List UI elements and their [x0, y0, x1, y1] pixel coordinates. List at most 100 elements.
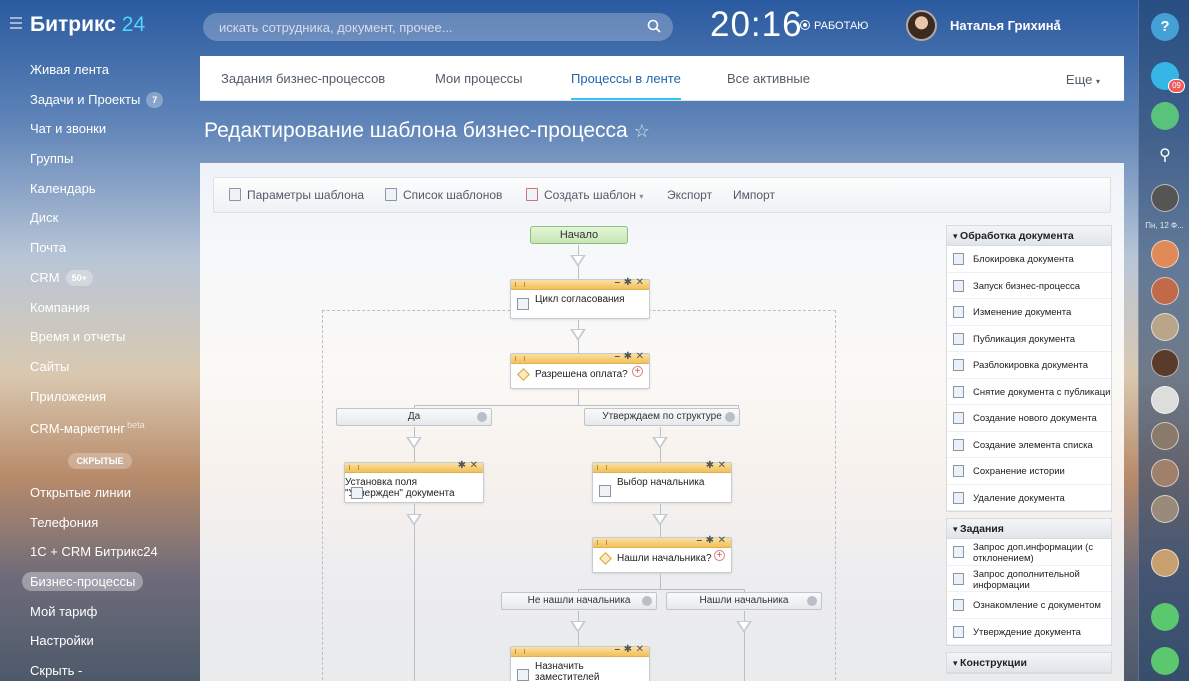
tab-feed-processes[interactable]: Процессы в ленте: [571, 71, 681, 100]
tab-bp-tasks[interactable]: Задания бизнес-процессов: [221, 71, 386, 86]
branch-settings-icon[interactable]: [477, 412, 487, 422]
create-template-button[interactable]: Создать шаблон ▾: [526, 188, 643, 202]
contact-avatar[interactable]: [1151, 184, 1179, 212]
menu-item-sites[interactable]: Сайты: [0, 352, 200, 382]
menu-item-chat[interactable]: Чат и звонки: [0, 114, 200, 144]
settings-icon[interactable]: ✱: [457, 460, 466, 471]
tab-all-active[interactable]: Все активные: [727, 71, 810, 86]
work-status[interactable]: РАБОТАЮ: [800, 20, 868, 32]
palette-group-header[interactable]: Конструкции: [947, 653, 1111, 673]
start-node[interactable]: Начало: [530, 226, 628, 244]
menu-item-disk[interactable]: Диск: [0, 203, 200, 233]
close-icon[interactable]: ✕: [635, 644, 644, 655]
palette-item[interactable]: Блокировка документа: [947, 246, 1111, 273]
minimize-icon[interactable]: –: [614, 644, 620, 655]
contact-avatar[interactable]: [1151, 240, 1179, 268]
palette-item[interactable]: Сохранение истории: [947, 458, 1111, 485]
menu-item-settings[interactable]: Настройки: [0, 626, 200, 656]
drop-arrow-icon[interactable]: [570, 621, 586, 633]
help-button[interactable]: ?: [1151, 13, 1179, 41]
contact-search-icon[interactable]: ⚲: [1159, 147, 1171, 164]
template-params-button[interactable]: Параметры шаблона: [229, 188, 364, 202]
minimize-icon[interactable]: –: [614, 277, 620, 288]
drop-arrow-icon[interactable]: [406, 514, 422, 526]
settings-icon[interactable]: ✱: [623, 644, 632, 655]
search-box[interactable]: [203, 13, 673, 41]
palette-item[interactable]: Утверждение документа: [947, 619, 1111, 645]
minimize-icon[interactable]: –: [696, 535, 702, 546]
menu-item-apps[interactable]: Приложения: [0, 382, 200, 412]
menu-item-hide[interactable]: Скрыть -: [0, 656, 200, 681]
palette-item[interactable]: Удаление документа: [947, 485, 1111, 511]
user-name[interactable]: Наталья Грихина: [950, 18, 1061, 33]
tab-more[interactable]: Еще ▾: [1066, 72, 1100, 87]
add-branch-icon[interactable]: +: [714, 550, 725, 561]
drag-handle-icon[interactable]: [515, 356, 525, 361]
notifications-bell-icon[interactable]: 09: [1151, 62, 1185, 93]
contact-avatar[interactable]: [1151, 277, 1179, 305]
template-list-button[interactable]: Список шаблонов: [385, 188, 502, 202]
activity-condition-boss[interactable]: –✱✕ Нашли начальника?+: [592, 535, 732, 573]
menu-burger-icon[interactable]: [10, 17, 22, 32]
contact-avatar[interactable]: [1151, 459, 1179, 487]
open-lines-icon[interactable]: [1151, 102, 1179, 130]
branch-not-found[interactable]: Не нашли начальника: [501, 592, 657, 610]
palette-item[interactable]: Снятие документа с публикации: [947, 379, 1111, 405]
settings-icon[interactable]: ✱: [705, 460, 714, 471]
drop-arrow-icon[interactable]: [736, 621, 752, 633]
palette-item[interactable]: Создание нового документа: [947, 405, 1111, 432]
add-branch-icon[interactable]: +: [632, 366, 643, 377]
menu-item-open-lines[interactable]: Открытые линии: [0, 478, 200, 508]
search-icon[interactable]: [647, 19, 661, 33]
branch-settings-icon[interactable]: [807, 596, 817, 606]
export-button[interactable]: Экспорт: [667, 188, 713, 202]
drag-handle-icon[interactable]: [349, 465, 359, 470]
logo[interactable]: Битрикс 24: [30, 13, 145, 37]
contact-avatar[interactable]: [1151, 549, 1179, 577]
menu-item-telephony[interactable]: Телефония: [0, 508, 200, 538]
settings-icon[interactable]: ✱: [623, 277, 632, 288]
palette-item[interactable]: Ознакомление с документом: [947, 592, 1111, 619]
activity-choose-boss[interactable]: ✱✕ Выбор начальника: [592, 460, 732, 503]
close-icon[interactable]: ✕: [635, 351, 644, 362]
palette-item[interactable]: Запуск бизнес-процесса: [947, 273, 1111, 299]
drop-arrow-icon[interactable]: [406, 437, 422, 449]
contact-avatar[interactable]: [1151, 422, 1179, 450]
branch-settings-icon[interactable]: [642, 596, 652, 606]
palette-item[interactable]: Запрос доп.информации (с отклонением): [947, 539, 1111, 566]
contact-avatar[interactable]: [1151, 349, 1179, 377]
palette-item[interactable]: Публикация документа: [947, 326, 1111, 352]
phone-icon[interactable]: [1151, 647, 1179, 675]
close-icon[interactable]: ✕: [717, 460, 726, 471]
clock[interactable]: 20:16: [710, 5, 803, 44]
menu-item-business-processes[interactable]: Бизнес-процессы: [0, 567, 200, 597]
palette-group-header[interactable]: Обработка документа: [947, 226, 1111, 246]
menu-item-1c-crm[interactable]: 1С + CRM Битрикс24: [0, 537, 200, 567]
palette-item[interactable]: Разблокировка документа: [947, 352, 1111, 379]
drag-handle-icon[interactable]: [515, 649, 525, 654]
drop-arrow-icon[interactable]: [570, 255, 586, 267]
drop-arrow-icon[interactable]: [652, 514, 668, 526]
palette-item[interactable]: Запрос дополнительной информации: [947, 566, 1111, 592]
close-icon[interactable]: ✕: [717, 535, 726, 546]
contact-avatar[interactable]: [1151, 386, 1179, 414]
user-menu-caret-icon[interactable]: ▾: [1055, 17, 1061, 28]
activity-condition-payment[interactable]: –✱✕ Разрешена оплата?+: [510, 351, 650, 389]
drag-handle-icon[interactable]: [515, 282, 525, 287]
palette-item[interactable]: Создание элемента списка: [947, 432, 1111, 458]
menu-item-mail[interactable]: Почта: [0, 233, 200, 263]
activity-assign-deputies[interactable]: –✱✕ Назначить заместителей: [510, 644, 650, 681]
menu-item-company[interactable]: Компания: [0, 293, 200, 323]
tab-my-processes[interactable]: Мои процессы: [435, 71, 523, 86]
minimize-icon[interactable]: –: [614, 351, 620, 362]
close-icon[interactable]: ✕: [635, 277, 644, 288]
drag-handle-icon[interactable]: [597, 465, 607, 470]
menu-item-live-feed[interactable]: Живая лента: [0, 55, 200, 85]
menu-item-time-reports[interactable]: Время и отчеты: [0, 322, 200, 352]
contact-avatar[interactable]: [1151, 495, 1179, 523]
import-button[interactable]: Импорт: [733, 188, 775, 202]
activity-loop[interactable]: –✱✕ Цикл согласования: [510, 277, 650, 319]
